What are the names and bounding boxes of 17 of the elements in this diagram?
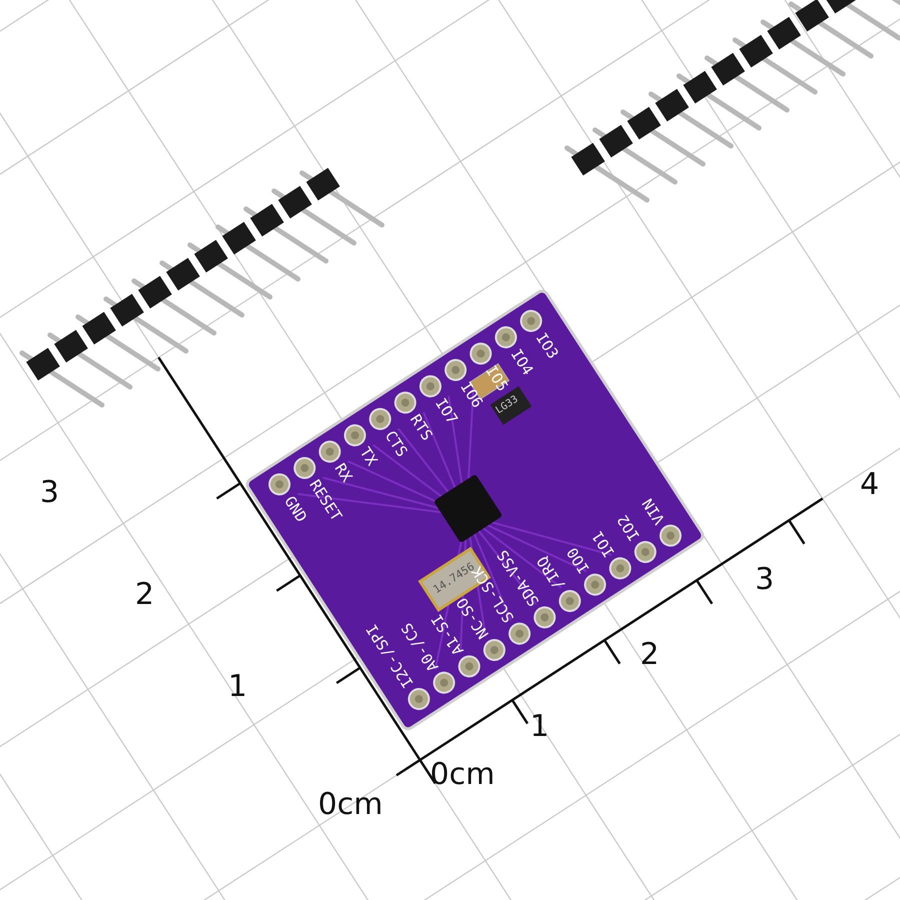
pin-label: IO3 <box>533 330 560 362</box>
ruler-number: 2 <box>640 640 660 670</box>
ruler-number: 0cm <box>318 790 383 820</box>
pin-label: IO0 <box>564 544 592 576</box>
pin-label: CTS <box>382 428 410 460</box>
ruler-number: 3 <box>755 565 774 595</box>
ruler-number: 2 <box>135 580 154 610</box>
pin-label: GND <box>282 494 309 525</box>
pin-label: IO6 <box>458 380 485 410</box>
pin-label: TX <box>356 444 380 468</box>
pin-label: IO5 <box>482 363 510 394</box>
pin-label: IO7 <box>432 396 460 427</box>
ruler-number: 4 <box>860 470 880 500</box>
ruler-number: 1 <box>530 712 550 742</box>
ruler-number: 0cm <box>430 760 495 790</box>
ruler-number: 3 <box>40 478 60 508</box>
ruler-number: 1 <box>228 672 248 702</box>
